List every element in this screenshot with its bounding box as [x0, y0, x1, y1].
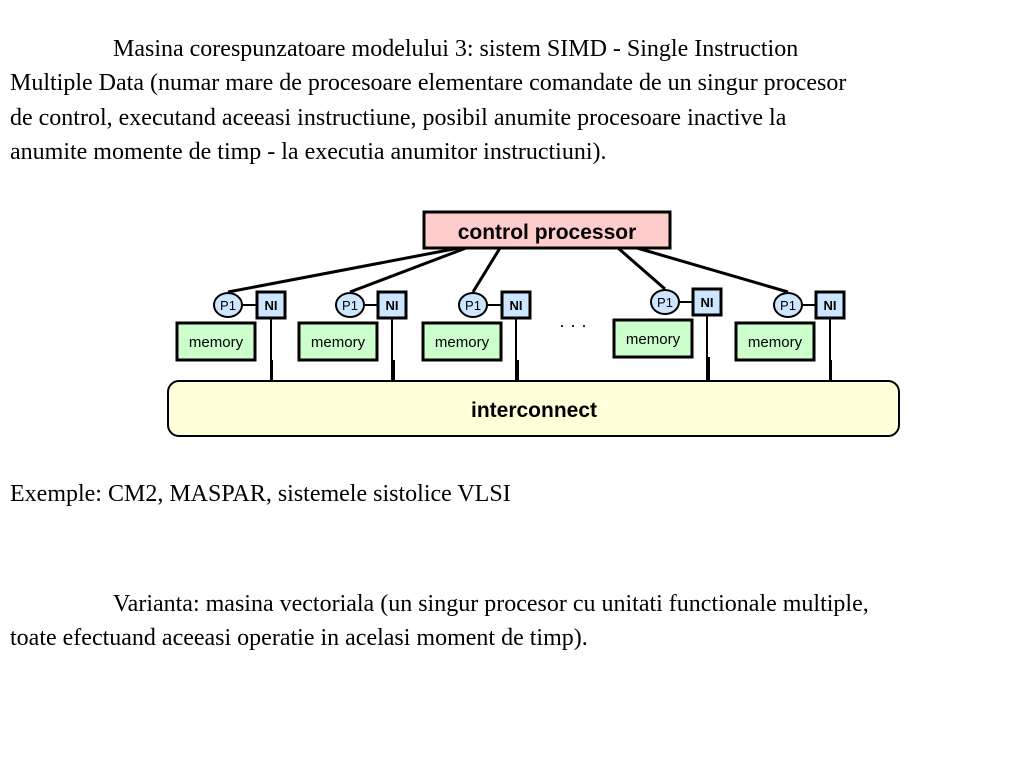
memory-label: memory [626, 331, 681, 348]
ni-label: NI [265, 298, 278, 313]
intro-line: de control, executand aceeasi instructiu… [10, 104, 787, 131]
interconnect-label: interconnect [471, 399, 597, 422]
memory-box [421, 321, 503, 362]
connection-lines [227, 246, 832, 381]
processing-element-3: memory NI P1 [421, 290, 532, 362]
ni-box [814, 290, 846, 320]
memory-box [297, 321, 379, 362]
memory-label: memory [435, 334, 490, 351]
intro-line: Multiple Data (numar mare de procesoare … [10, 70, 847, 97]
variant-paragraph: Varianta: masina vectoriala (un singur p… [10, 587, 1014, 656]
processor-label: P1 [780, 298, 796, 313]
processor-label: P1 [342, 298, 358, 313]
ni-box [691, 287, 723, 317]
variant-line: Varianta: masina vectoriala (un singur p… [113, 591, 869, 617]
ni-box [376, 290, 408, 320]
control-link [471, 247, 502, 293]
processor-label: P1 [465, 298, 481, 313]
ni-label: NI [510, 298, 523, 313]
memory-box [734, 321, 816, 362]
control-link [636, 246, 789, 294]
memory-label: memory [311, 334, 366, 351]
ni-label: NI [386, 298, 399, 313]
processor-circle [335, 292, 365, 318]
examples-text: Exemple: CM2, MASPAR, sistemele sistolic… [10, 481, 511, 507]
ni-label: NI [824, 298, 837, 313]
intro-line: Masina corespunzatoare modelului 3: sist… [113, 36, 799, 62]
examples-paragraph: Exemple: CM2, MASPAR, sistemele sistolic… [10, 477, 1014, 511]
processing-element-5: memory NI P1 [734, 290, 846, 362]
memory-label: memory [189, 334, 244, 351]
ellipsis-label: · · · [559, 315, 587, 335]
processing-element-4: memory NI P1 [612, 287, 723, 359]
intro-paragraph: Masina corespunzatoare modelului 3: sist… [10, 32, 1014, 169]
processor-circle [458, 292, 488, 318]
processing-elements: memory NI P1 memory NI P1 memory NI P1 memory NI P1… [175, 287, 846, 362]
intro-line: anumite momente de timp - la executia an… [10, 138, 607, 165]
control-processor-label: control processor [458, 221, 637, 244]
processor-circle [213, 292, 243, 318]
interconnect-box [167, 380, 900, 437]
ni-box [500, 290, 532, 320]
control-link [349, 246, 467, 294]
memory-box [612, 318, 694, 359]
variant-line: toate efectuand aceeasi operatie in acel… [10, 625, 588, 652]
ni-label: NI [701, 295, 714, 310]
processing-element-1: memory NI P1 [175, 290, 287, 362]
processor-label: P1 [657, 295, 673, 310]
ni-box [255, 290, 287, 320]
control-link [617, 246, 666, 291]
processing-element-2: memory NI P1 [297, 290, 408, 362]
simd-architecture-diagram: interconnect control processor memory NI P… [167, 210, 900, 437]
control-link [227, 246, 460, 294]
memory-label: memory [748, 334, 803, 351]
memory-box [175, 321, 257, 362]
control-processor-box [422, 210, 672, 250]
processor-circle [773, 292, 803, 318]
processor-label: P1 [220, 298, 236, 313]
processor-circle [650, 289, 680, 315]
